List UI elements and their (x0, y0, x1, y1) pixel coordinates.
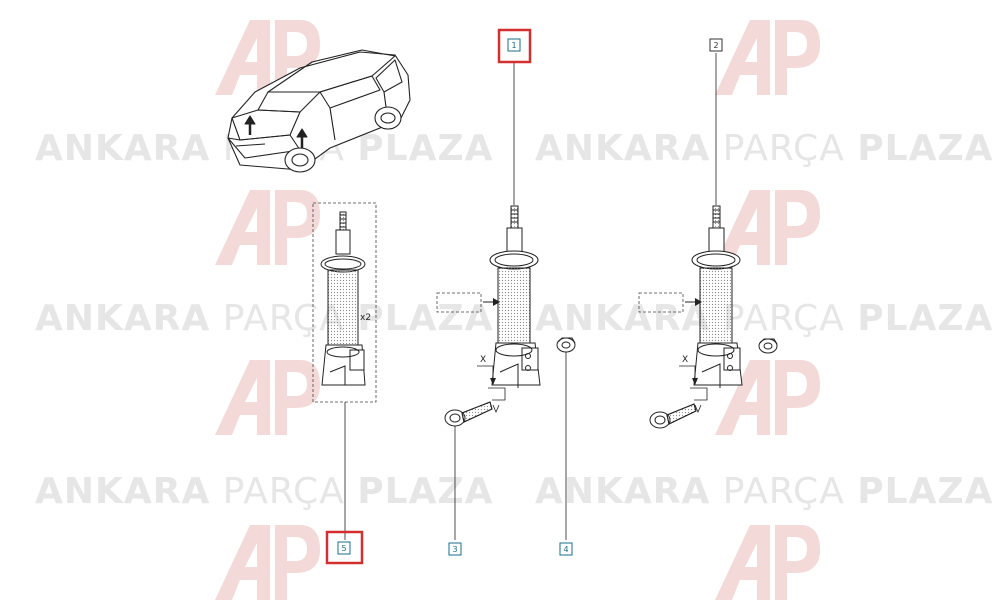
callout-highlight (497, 28, 532, 64)
callout-number: 2 (713, 41, 718, 50)
callout-box (448, 542, 462, 556)
quantity-label: x2 (360, 313, 371, 323)
callout-5[interactable]: 5 (325, 530, 364, 565)
callout-number: 1 (511, 41, 516, 50)
callout-box (337, 541, 351, 555)
callout-number: 4 (563, 545, 568, 554)
callout-number: 3 (452, 545, 457, 554)
watermark-text: ANKARA PARÇA PLAZA (535, 471, 993, 512)
bolt-right (649, 403, 697, 429)
callout-3[interactable]: 3 (448, 542, 462, 556)
car-illustration (227, 49, 411, 173)
watermark-text: ANKARA PARÇA PLAZA (535, 298, 993, 339)
callout-1[interactable]: 1 (497, 28, 532, 64)
callout-2[interactable]: 2 (709, 38, 723, 52)
shock-absorber-1: X (436, 63, 541, 414)
reference-box (436, 292, 482, 313)
watermark-text: ANKARA PARÇA PLAZA (35, 298, 493, 339)
watermark-logo (215, 20, 820, 600)
nut-right (758, 338, 778, 354)
callout-highlight (325, 530, 364, 565)
shock-absorber-2: X (638, 53, 743, 414)
callout-number: 5 (341, 544, 346, 553)
callout-4[interactable]: 4 (559, 542, 573, 556)
nut-part-4 (556, 337, 576, 540)
x-marker-label: X (682, 355, 688, 365)
watermark-text: ANKARA PARÇA PLAZA (35, 471, 493, 512)
kit-dashed-frame (312, 202, 377, 403)
bolt-part-3 (444, 401, 493, 540)
shock-absorber-kit: x2 (312, 202, 377, 540)
callout-box (507, 38, 521, 52)
x-marker-label: X (480, 355, 486, 365)
callout-box (709, 38, 723, 52)
callout-box (559, 542, 573, 556)
reference-box (638, 292, 684, 313)
watermark-text: ANKARA PARÇA PLAZA (535, 128, 993, 169)
